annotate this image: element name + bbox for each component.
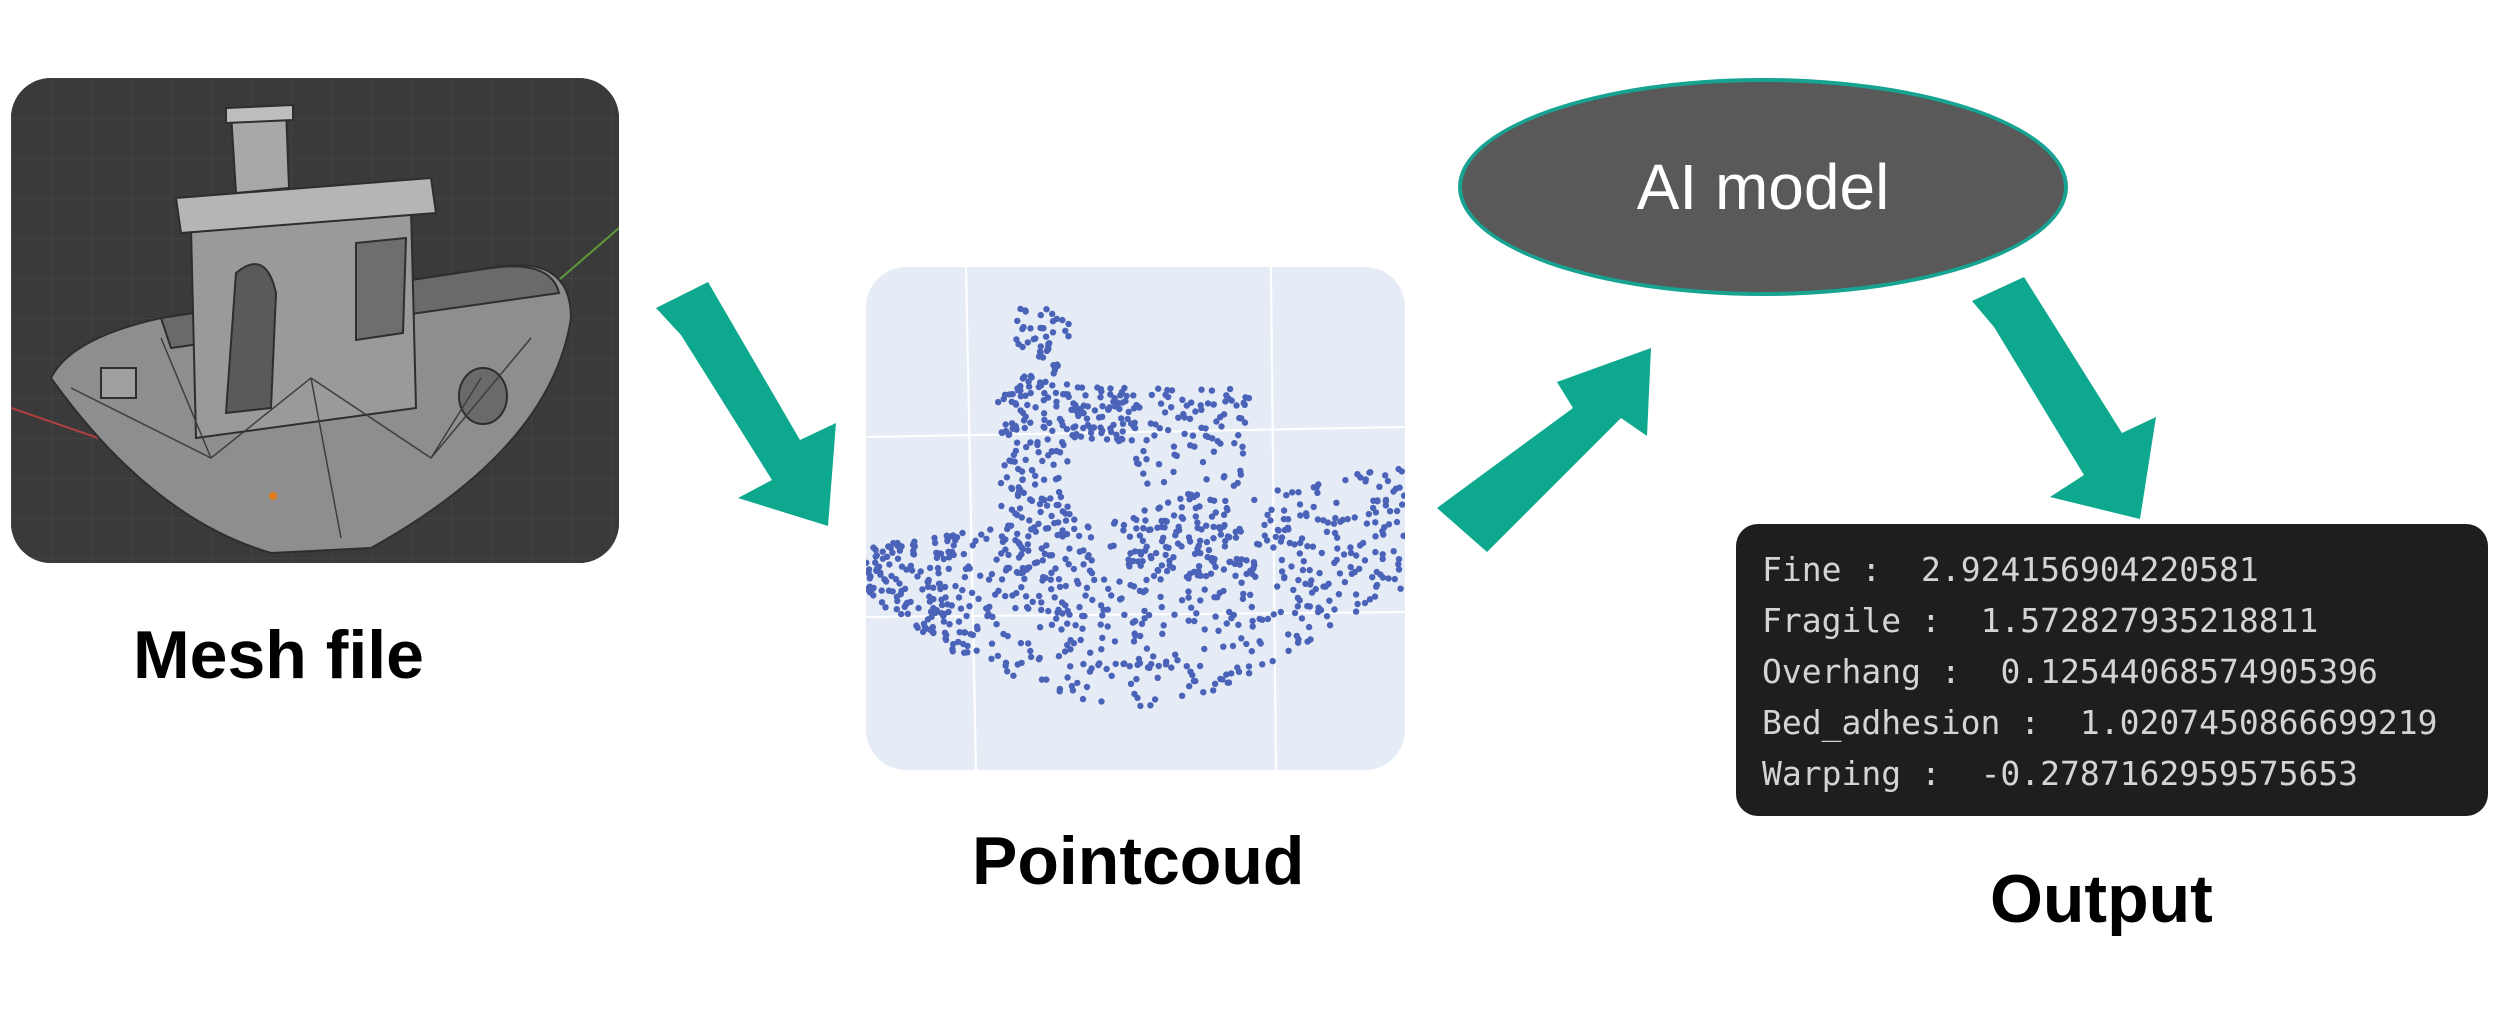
metric-separator: :: [1920, 652, 2001, 691]
mesh-file-caption: Mesh file: [133, 617, 424, 693]
pointcloud-scatter-icon: [866, 267, 1405, 770]
metric-value: 1.0207450866699219: [2079, 703, 2438, 742]
output-line: Overhang : 0.12544068574905396: [1762, 646, 2488, 697]
output-caption: Output: [1990, 861, 2213, 937]
metric-name: Bed_adhesion: [1762, 703, 2001, 742]
metric-name: Warping: [1762, 754, 1902, 793]
output-line: Fragile : 1.572827935218811: [1762, 595, 2488, 646]
output-line: Warping : -0.2787162959575653: [1762, 748, 2488, 799]
pointcloud-caption: Pointcoud: [972, 823, 1305, 899]
boat-mesh-icon: [11, 78, 619, 563]
metric-value: 0.12544068574905396: [2000, 652, 2378, 691]
metric-separator: :: [1901, 754, 1981, 793]
ai-model-label: AI model: [1636, 151, 1890, 223]
metric-value: -0.2787162959575653: [1980, 754, 2359, 793]
arrow-mesh-to-pointcloud: [656, 282, 836, 526]
ai-model-node: AI model: [1458, 78, 2068, 296]
metric-value: 2.924156904220581: [1920, 550, 2259, 589]
metric-separator: :: [1841, 550, 1921, 589]
pointcloud-image: [866, 267, 1405, 770]
metric-name: Fragile: [1762, 601, 1902, 640]
arrow-model-to-output: [1972, 277, 2156, 519]
metric-separator: :: [1901, 601, 1981, 640]
metric-separator: :: [2000, 703, 2080, 742]
arrow-pointcloud-to-model: [1437, 348, 1651, 552]
output-line: Fine : 2.924156904220581: [1762, 544, 2488, 595]
metric-value: 1.572827935218811: [1980, 601, 2319, 640]
output-line: Bed_adhesion : 1.0207450866699219: [1762, 697, 2488, 748]
metric-name: Fine: [1762, 550, 1842, 589]
mesh-render-image: [11, 78, 619, 563]
metric-name: Overhang: [1762, 652, 1921, 691]
